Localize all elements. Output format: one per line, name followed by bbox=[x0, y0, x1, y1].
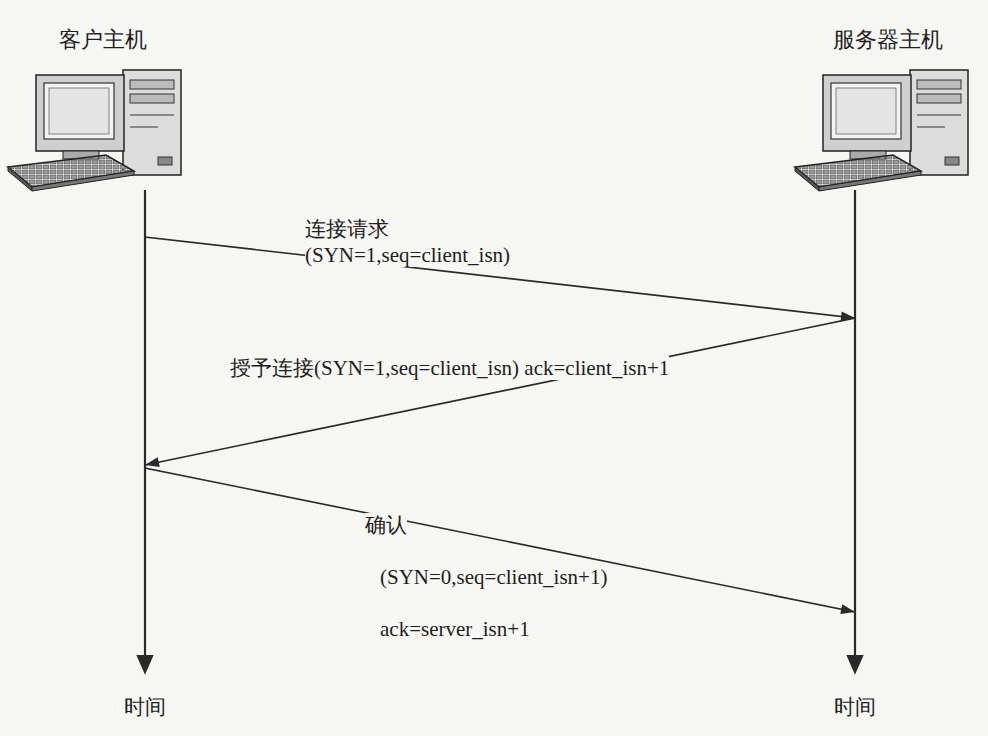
axis-label: 时间 bbox=[124, 693, 166, 721]
host-computer: 客户主机 bbox=[8, 26, 198, 190]
computer-icon bbox=[8, 70, 181, 191]
message-arrow bbox=[145, 190, 855, 467]
message-label-box: 确认(SYN=0,seq=client_isn+1) ack=server_is… bbox=[365, 499, 607, 655]
time-axis bbox=[138, 190, 862, 672]
message-label-box: 授予连接(SYN=1,seq=client_isn) ack=client_is… bbox=[230, 350, 715, 387]
host-title: 服务器主机 bbox=[788, 26, 988, 54]
message-label: 连接请求(SYN=1,seq=client_isn) bbox=[305, 217, 510, 267]
host-title: 客户主机 bbox=[8, 26, 198, 54]
message-arrow bbox=[145, 190, 855, 614]
computer-icon bbox=[795, 70, 968, 191]
message-arrow bbox=[145, 190, 855, 321]
host-computer: 服务器主机 bbox=[788, 26, 988, 190]
message-label-box: 连接请求(SYN=1,seq=client_isn) bbox=[305, 216, 510, 268]
axis-label: 时间 bbox=[834, 693, 876, 721]
message-label: 授予连接(SYN=1,seq=client_isn) ack=client_is… bbox=[230, 356, 669, 380]
message-label: 确认(SYN=0,seq=client_isn+1) ack=server_is… bbox=[365, 513, 607, 641]
